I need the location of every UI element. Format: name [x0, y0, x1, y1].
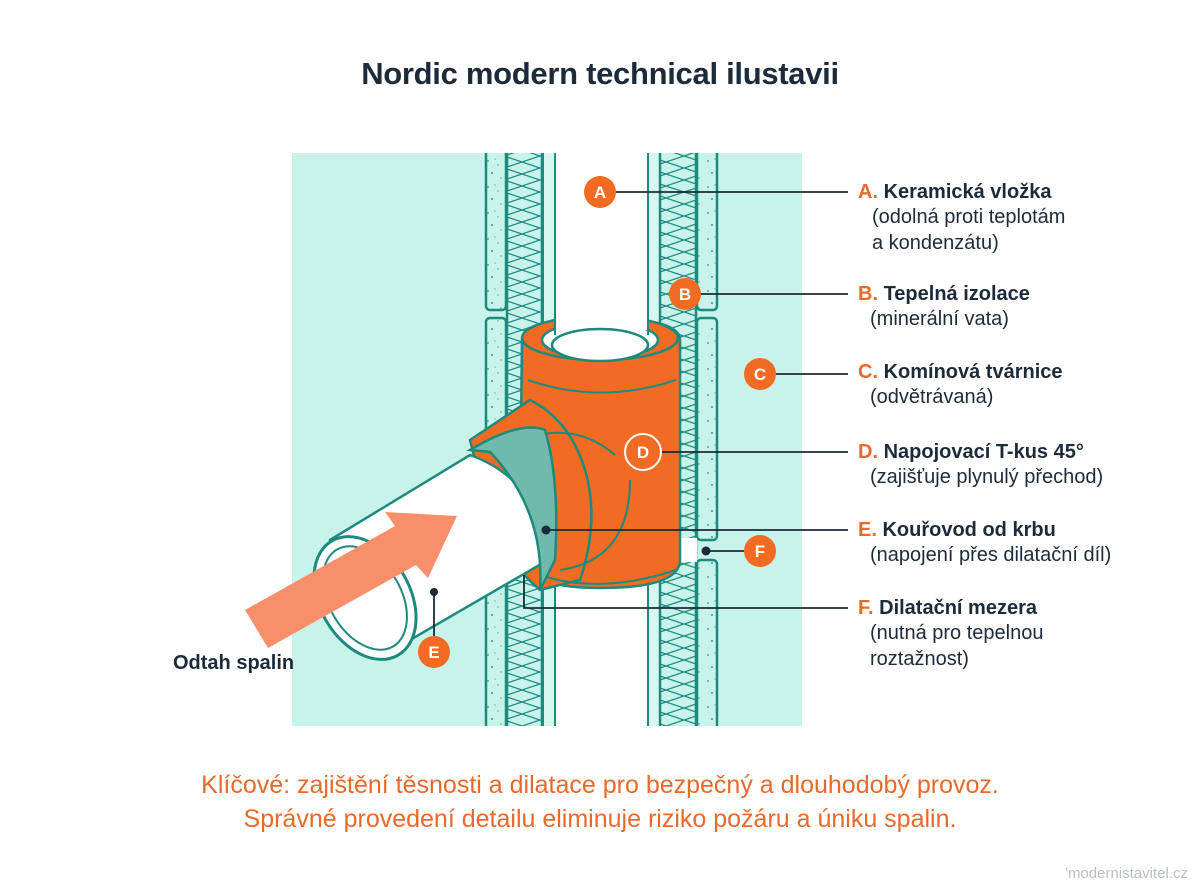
legend-name: Tepelná izolace: [883, 283, 1030, 305]
right-chimney-block: [695, 153, 719, 726]
dilatation-gap: [680, 538, 697, 562]
legend-item-b: B. Tepelná izolace (minerální vata): [858, 283, 1030, 330]
svg-text:D: D: [637, 443, 649, 462]
legend-name: Dilatační mezera: [879, 597, 1037, 619]
callout-a: A: [584, 176, 616, 208]
legend-name: Kouřovod od krbu: [882, 519, 1056, 541]
legend-item-d: D. Napojovací T-kus 45° (zajišťuje plynu…: [858, 441, 1104, 488]
liner-opening: [550, 327, 650, 363]
svg-text:A: A: [594, 183, 606, 202]
legend-item-e: E. Kouřovod od krbu (napojení přes dilat…: [858, 519, 1112, 566]
leader-dots: [430, 525, 711, 596]
callout-d: D: [624, 433, 662, 471]
flow-arrow: [245, 512, 457, 648]
legend-item-c: C. Komínová tvárnice (odvětrávaná): [858, 361, 1063, 408]
legend-item-a: A. Keramická vložka (odolná proti teplot…: [858, 181, 1066, 254]
svg-text:C: C: [754, 365, 766, 384]
footer-note: Klíčové: zajištění těsnosti a dilatace p…: [0, 768, 1200, 836]
leader-lines: [433, 191, 848, 636]
watermark: 'modernistavitel.cz: [1065, 865, 1188, 882]
callout-e: E: [418, 636, 450, 668]
callout-f: F: [744, 535, 776, 567]
legend-name: Napojovací T-kus 45°: [883, 441, 1084, 463]
page-title: Nordic modern technical ilustavii: [361, 56, 839, 91]
legend-name: Keramická vložka: [883, 181, 1052, 203]
legend-name: Komínová tvárnice: [883, 361, 1063, 383]
svg-text:B: B: [679, 285, 691, 304]
footer-line-1: Klíčové: zajištění těsnosti a dilatace p…: [201, 771, 999, 799]
svg-text:E: E: [428, 643, 439, 662]
callout-c: C: [744, 358, 776, 390]
legend-item-f: F. Dilatační mezera (nutná pro tepelnou …: [858, 597, 1044, 670]
callout-b: B: [669, 278, 701, 310]
flow-label: Odtah spalin: [173, 652, 295, 674]
footer-line-2: Správné provedení detailu eliminuje rizi…: [243, 805, 957, 833]
svg-text:F: F: [755, 542, 765, 561]
